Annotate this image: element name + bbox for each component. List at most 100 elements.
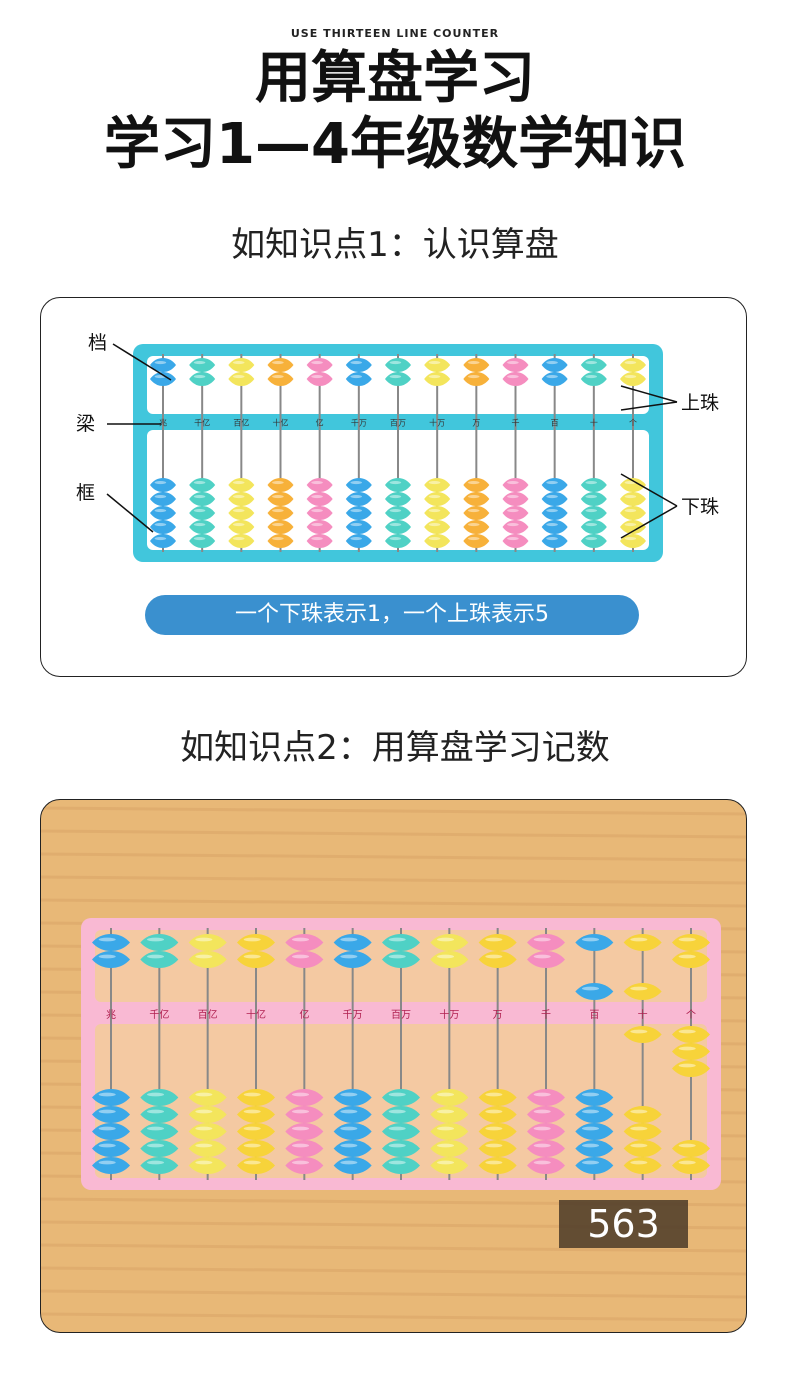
label-leader-line [620,385,678,403]
lower-bead [575,1157,614,1174]
lower-bead [430,1140,469,1157]
lower-bead [541,520,568,534]
upper-bead [430,934,469,951]
wood-grain [41,898,746,908]
upper-bead [672,951,710,968]
lower-bead [92,1140,130,1157]
lower-bead [228,506,255,520]
lower-bead [345,520,372,534]
lower-bead [672,1140,710,1157]
lower-bead [580,492,607,506]
place-value-label: 千 [541,1009,551,1021]
upper-bead [623,983,662,1000]
lower-bead [580,534,607,548]
lower-bead [306,492,333,506]
main-title-line-2: 学习1—4年级数学知识 [104,112,686,177]
lower-bead [189,534,216,548]
lower-bead [267,492,294,506]
lower-bead [285,1123,324,1140]
lower-bead [623,1123,662,1140]
lower-bead [382,1106,420,1123]
wood-grain [41,875,746,885]
lower-bead [285,1140,324,1157]
upper-bead [580,358,607,372]
rod-label: 档 [88,332,108,354]
upper-bead [502,358,529,372]
place-value-label: 万 [472,419,480,428]
lower-bead [189,506,216,520]
lower-bead [237,1106,275,1123]
place-value-label: 十亿 [246,1008,266,1021]
lower-bead [424,520,451,534]
lower-bead [430,1123,469,1140]
upper-bead [478,934,517,951]
lower-bead [267,520,294,534]
lower-bead [150,506,176,520]
wood-grain [41,829,746,839]
lower-bead [672,1043,710,1060]
upper-bead [237,934,275,951]
lower-bead [150,478,176,492]
frame-label: 框 [76,482,96,504]
upper-bead [620,358,646,372]
lower-bead [306,478,333,492]
lower-bead [541,534,568,548]
lower-bead [430,1157,469,1174]
lower-bead [92,1089,130,1106]
place-value-label: 十万 [429,418,445,428]
lower-bead [478,1106,517,1123]
lower-bead [188,1089,227,1106]
upper-bead [140,934,179,951]
lower-bead [463,520,490,534]
place-value-label: 个 [686,1009,696,1021]
lower-bead [285,1106,324,1123]
place-value-label: 十亿 [273,418,289,428]
lower-bead [478,1123,517,1140]
abacus-diagram-panel: 兆千亿百亿十亿亿千万百万十万万千百十个 档 梁 框 上珠 下珠 一个下珠表示1，… [40,297,747,677]
wood-grain [41,1243,746,1253]
upper-bead [285,951,324,968]
upper-bead [541,358,568,372]
lower-bead [580,506,607,520]
lower-bead [333,1123,372,1140]
lower-bead [463,492,490,506]
lower-bead [424,506,451,520]
place-value-label: 百 [589,1009,599,1021]
lower-bead [620,520,646,534]
lower-bead [150,492,176,506]
upper-bead [424,372,451,386]
lower-bead [345,492,372,506]
lower-bead [150,534,176,548]
upper-bead [385,358,411,372]
wood-grain [41,852,746,862]
upper-bead [228,372,255,386]
upper-bead [150,358,176,372]
lower-bead [575,1106,614,1123]
lower-bead [575,1140,614,1157]
lower-bead [92,1106,130,1123]
lower-bead [306,520,333,534]
section1-heading: 如知识点1：认识算盘 [231,225,559,265]
lower-bead [385,520,411,534]
english-subtitle: USE THIRTEEN LINE COUNTER [290,27,500,40]
lower-bead [541,506,568,520]
lower-bead [575,1089,614,1106]
wood-grain [41,1289,746,1299]
lower-bead [92,1123,130,1140]
upper-bead [527,951,565,968]
upper-bead [92,934,130,951]
place-value-label: 百亿 [198,1008,218,1021]
upper-bead [228,358,255,372]
lower-bead [267,506,294,520]
lower-bead [188,1106,227,1123]
lower-bead [237,1157,275,1174]
wood-grain [41,1266,746,1276]
lower-bead [672,1026,710,1043]
lower-bead [237,1089,275,1106]
lower-bead [385,506,411,520]
label-leader-line [112,343,172,381]
upper-bead [382,934,420,951]
lower-bead [382,1123,420,1140]
upper-bead [541,372,568,386]
place-value-label: 十 [638,1008,648,1021]
